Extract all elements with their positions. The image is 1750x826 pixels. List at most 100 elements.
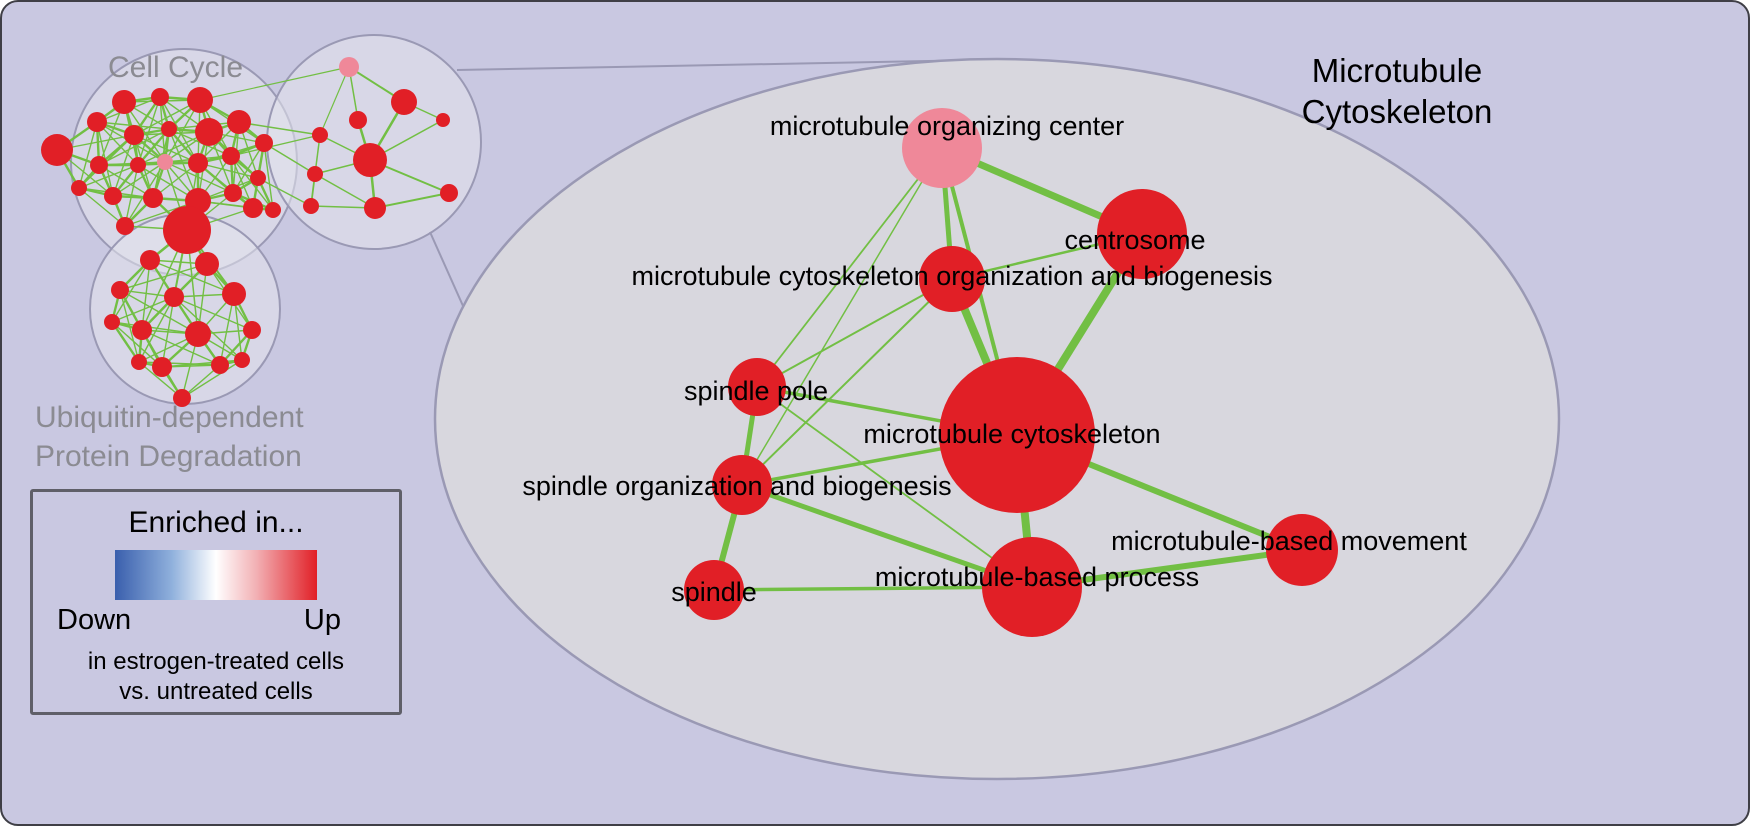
mini-node bbox=[195, 118, 223, 146]
mini-node bbox=[132, 320, 152, 340]
zoom-edge-spindle-mbp bbox=[713, 585, 1033, 592]
mini-node bbox=[312, 127, 328, 143]
mini-node bbox=[151, 88, 169, 106]
zoom-node-spindle_org bbox=[712, 455, 772, 515]
zoom-edge-spindle_org-mbp bbox=[741, 482, 1033, 590]
mini-node bbox=[353, 143, 387, 177]
mini-node bbox=[265, 202, 281, 218]
mini-edge bbox=[112, 161, 166, 197]
mini-node bbox=[124, 125, 144, 145]
mini-node bbox=[173, 389, 191, 407]
mini-node bbox=[116, 217, 134, 235]
mini-node bbox=[185, 321, 211, 347]
mini-node bbox=[222, 147, 240, 165]
zoom-node-label-mcob: microtubule cytoskeleton organization an… bbox=[632, 261, 1273, 291]
mini-node bbox=[164, 287, 184, 307]
zoom-edge-moc-spindle_pole bbox=[756, 147, 943, 388]
mini-node bbox=[250, 170, 266, 186]
mini-node bbox=[112, 90, 136, 114]
zoom-edge-moc-spindle_org bbox=[741, 147, 943, 486]
ubiquitin-cluster-label-line2: Protein Degradation bbox=[35, 440, 302, 473]
mini-node bbox=[303, 198, 319, 214]
mini-node bbox=[255, 134, 273, 152]
zoom-node-label-spindle_org: spindle organization and biogenesis bbox=[522, 471, 951, 501]
mini-edge bbox=[161, 359, 243, 368]
zoom-node-label-moc: microtubule organizing center bbox=[770, 111, 1124, 141]
bridge-edge bbox=[257, 177, 312, 207]
mini-edge bbox=[197, 162, 259, 179]
mini-edge bbox=[232, 142, 265, 194]
mini-edge bbox=[219, 293, 235, 366]
mini-node bbox=[364, 197, 386, 219]
mini-node bbox=[71, 180, 87, 196]
mini-edge bbox=[173, 296, 253, 331]
mini-node bbox=[195, 252, 219, 276]
legend-up-label: Up bbox=[303, 604, 341, 636]
zoom-node-centrosome bbox=[1097, 189, 1187, 279]
mini-node bbox=[131, 354, 147, 370]
mini-node bbox=[140, 250, 160, 270]
mini-node bbox=[111, 281, 129, 299]
mini-edge bbox=[111, 321, 163, 368]
zoom-node-label-spindle: spindle bbox=[671, 577, 757, 607]
mini-node bbox=[222, 282, 246, 306]
mini-node bbox=[307, 166, 323, 182]
mini-node bbox=[187, 87, 213, 113]
mini-edge bbox=[374, 192, 450, 209]
legend-down-label: Down bbox=[57, 604, 132, 636]
mini-node bbox=[339, 57, 359, 77]
mini-edge bbox=[141, 329, 221, 366]
mini-edge bbox=[137, 96, 161, 166]
legend: Enriched in... Down Up in estrogen-treat… bbox=[30, 489, 402, 715]
bridge-edge bbox=[236, 121, 321, 136]
mini-edge bbox=[111, 321, 199, 335]
mini-node bbox=[152, 357, 172, 377]
mini-node bbox=[234, 352, 250, 368]
mini-node bbox=[143, 188, 163, 208]
zoom-node-moc bbox=[902, 108, 982, 188]
microtubule-cytoskeleton-title-line1: Microtubule bbox=[1311, 52, 1483, 89]
zoom-edge-mcob-spindle_pole bbox=[756, 278, 953, 388]
zoom-node-spindle_pole bbox=[728, 358, 786, 416]
microtubule-cytoskeleton-title: Microtubule Cytoskeleton bbox=[1267, 50, 1527, 132]
mini-edge bbox=[111, 321, 140, 363]
zoom-node-spindle bbox=[684, 560, 744, 620]
mini-node bbox=[349, 111, 367, 129]
zoom-node-label-spindle_pole: spindle pole bbox=[684, 376, 828, 406]
mini-node bbox=[211, 356, 229, 374]
mini-node bbox=[90, 156, 108, 174]
mini-node bbox=[436, 113, 450, 127]
mini-edge bbox=[263, 142, 274, 211]
legend-caption-line1: in estrogen-treated cells bbox=[87, 648, 345, 675]
mini-edge bbox=[78, 187, 126, 227]
enrichment-gradient-bar bbox=[115, 550, 317, 600]
mini-edge bbox=[119, 263, 208, 291]
legend-caption: in estrogen-treated cells vs. untreated … bbox=[33, 647, 399, 707]
mini-node bbox=[243, 321, 261, 339]
zoom-edge-mcob-spindle_org bbox=[741, 278, 953, 486]
mini-node bbox=[440, 184, 458, 202]
mini-node bbox=[243, 198, 263, 218]
zoom-edge-spindle_pole-mbp bbox=[756, 386, 1033, 588]
cell-cycle-cluster-label: Cell Cycle bbox=[108, 51, 244, 84]
ubiquitin-cluster-label-line1: Ubiquitin-dependent bbox=[35, 401, 304, 434]
mini-node bbox=[391, 89, 417, 115]
bridge-edge bbox=[230, 134, 321, 157]
zoom-node-mbp bbox=[982, 537, 1082, 637]
zoom-node-label-mbp: microtubule-based process bbox=[875, 562, 1199, 592]
mini-edge bbox=[314, 173, 376, 209]
mini-node bbox=[163, 206, 211, 254]
mini-node bbox=[161, 121, 177, 137]
mini-edge bbox=[141, 259, 151, 331]
zoom-node-mbm bbox=[1266, 514, 1338, 586]
mini-node bbox=[227, 110, 251, 134]
mini-node bbox=[130, 157, 146, 173]
bridge-edge bbox=[199, 66, 350, 101]
magnifier-line bbox=[456, 59, 983, 71]
mini-node bbox=[104, 187, 122, 205]
mini-edge bbox=[138, 361, 221, 366]
mini-node bbox=[188, 153, 208, 173]
mini-edge bbox=[98, 128, 170, 166]
zoom-node-mcob bbox=[919, 246, 985, 312]
